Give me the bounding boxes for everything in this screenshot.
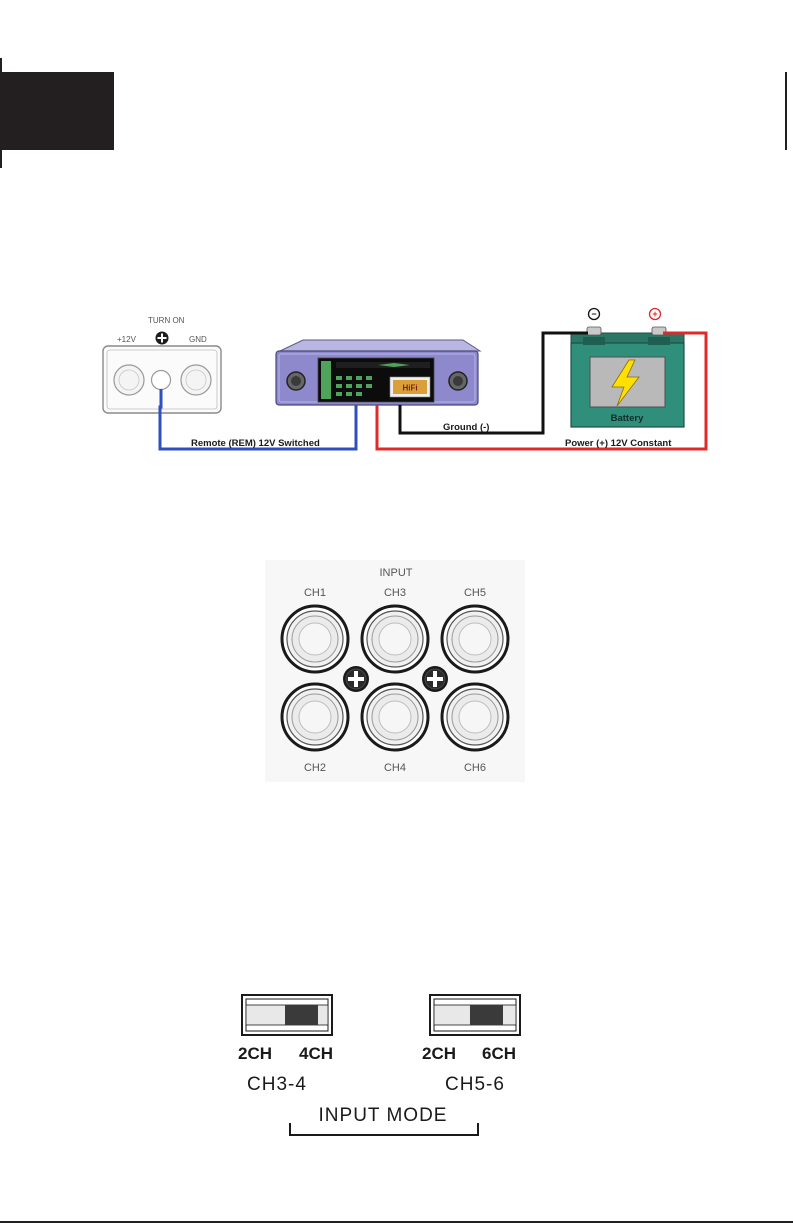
negative-terminal-icon: − bbox=[589, 309, 600, 320]
svg-text:+: + bbox=[652, 309, 657, 319]
switch1-name: CH3-4 bbox=[247, 1074, 307, 1095]
label-12v: +12V bbox=[117, 335, 137, 344]
switch2-name: CH5-6 bbox=[445, 1074, 505, 1095]
margin-rule bbox=[785, 72, 787, 150]
power-wire-label: Power (+) 12V Constant bbox=[565, 438, 672, 449]
input-jack-ch6[interactable] bbox=[442, 684, 508, 750]
amplifier: HiFi bbox=[276, 340, 480, 405]
label-ch5: CH5 bbox=[464, 587, 486, 599]
input-panel: INPUT CH1 CH3 CH5 CH2 CH4 CH6 bbox=[260, 555, 530, 785]
input-mode-switch-ch5-6[interactable] bbox=[430, 995, 520, 1035]
label-gnd: GND bbox=[189, 335, 207, 344]
switch2-left-label: 2CH bbox=[422, 1044, 456, 1063]
remote-wire-label: Remote (REM) 12V Switched bbox=[191, 438, 320, 449]
switch1-right-label: 4CH bbox=[299, 1044, 333, 1063]
label-ch2: CH2 bbox=[304, 762, 326, 774]
screw-icon bbox=[343, 666, 369, 692]
input-mode-switch-ch3-4[interactable] bbox=[242, 995, 332, 1035]
input-jack-ch1[interactable] bbox=[282, 606, 348, 672]
label-ch6: CH6 bbox=[464, 762, 486, 774]
input-mode-section: 2CH 4CH CH3-4 2CH 6CH CH5-6 INPUT MODE bbox=[225, 985, 545, 1145]
switch2-right-label: 6CH bbox=[482, 1044, 516, 1063]
switch-knob[interactable] bbox=[285, 1005, 318, 1025]
label-ch4: CH4 bbox=[384, 762, 406, 774]
positive-terminal-icon: + bbox=[650, 309, 661, 320]
amp-display: HiFi bbox=[402, 384, 417, 393]
input-jack-ch3[interactable] bbox=[362, 606, 428, 672]
battery: Battery − + bbox=[571, 309, 684, 428]
wiring-diagram: +12V TURN ON GND HiFi bbox=[0, 295, 793, 465]
screw-icon bbox=[422, 666, 448, 692]
section-tab bbox=[0, 72, 114, 150]
label-turn-on: TURN ON bbox=[148, 316, 185, 325]
input-title: INPUT bbox=[380, 567, 413, 579]
input-jack-ch5[interactable] bbox=[442, 606, 508, 672]
input-jack-ch2[interactable] bbox=[282, 684, 348, 750]
input-mode-label: INPUT MODE bbox=[319, 1105, 448, 1126]
screw-icon bbox=[156, 332, 169, 345]
svg-text:−: − bbox=[591, 309, 596, 319]
bottom-rule bbox=[0, 1221, 793, 1223]
input-jack-ch4[interactable] bbox=[362, 684, 428, 750]
label-ch1: CH1 bbox=[304, 587, 326, 599]
ground-wire-label: Ground (-) bbox=[443, 422, 489, 433]
switch1-left-label: 2CH bbox=[238, 1044, 272, 1063]
switch-knob[interactable] bbox=[470, 1005, 503, 1025]
battery-label: Battery bbox=[611, 413, 644, 424]
label-ch3: CH3 bbox=[384, 587, 406, 599]
